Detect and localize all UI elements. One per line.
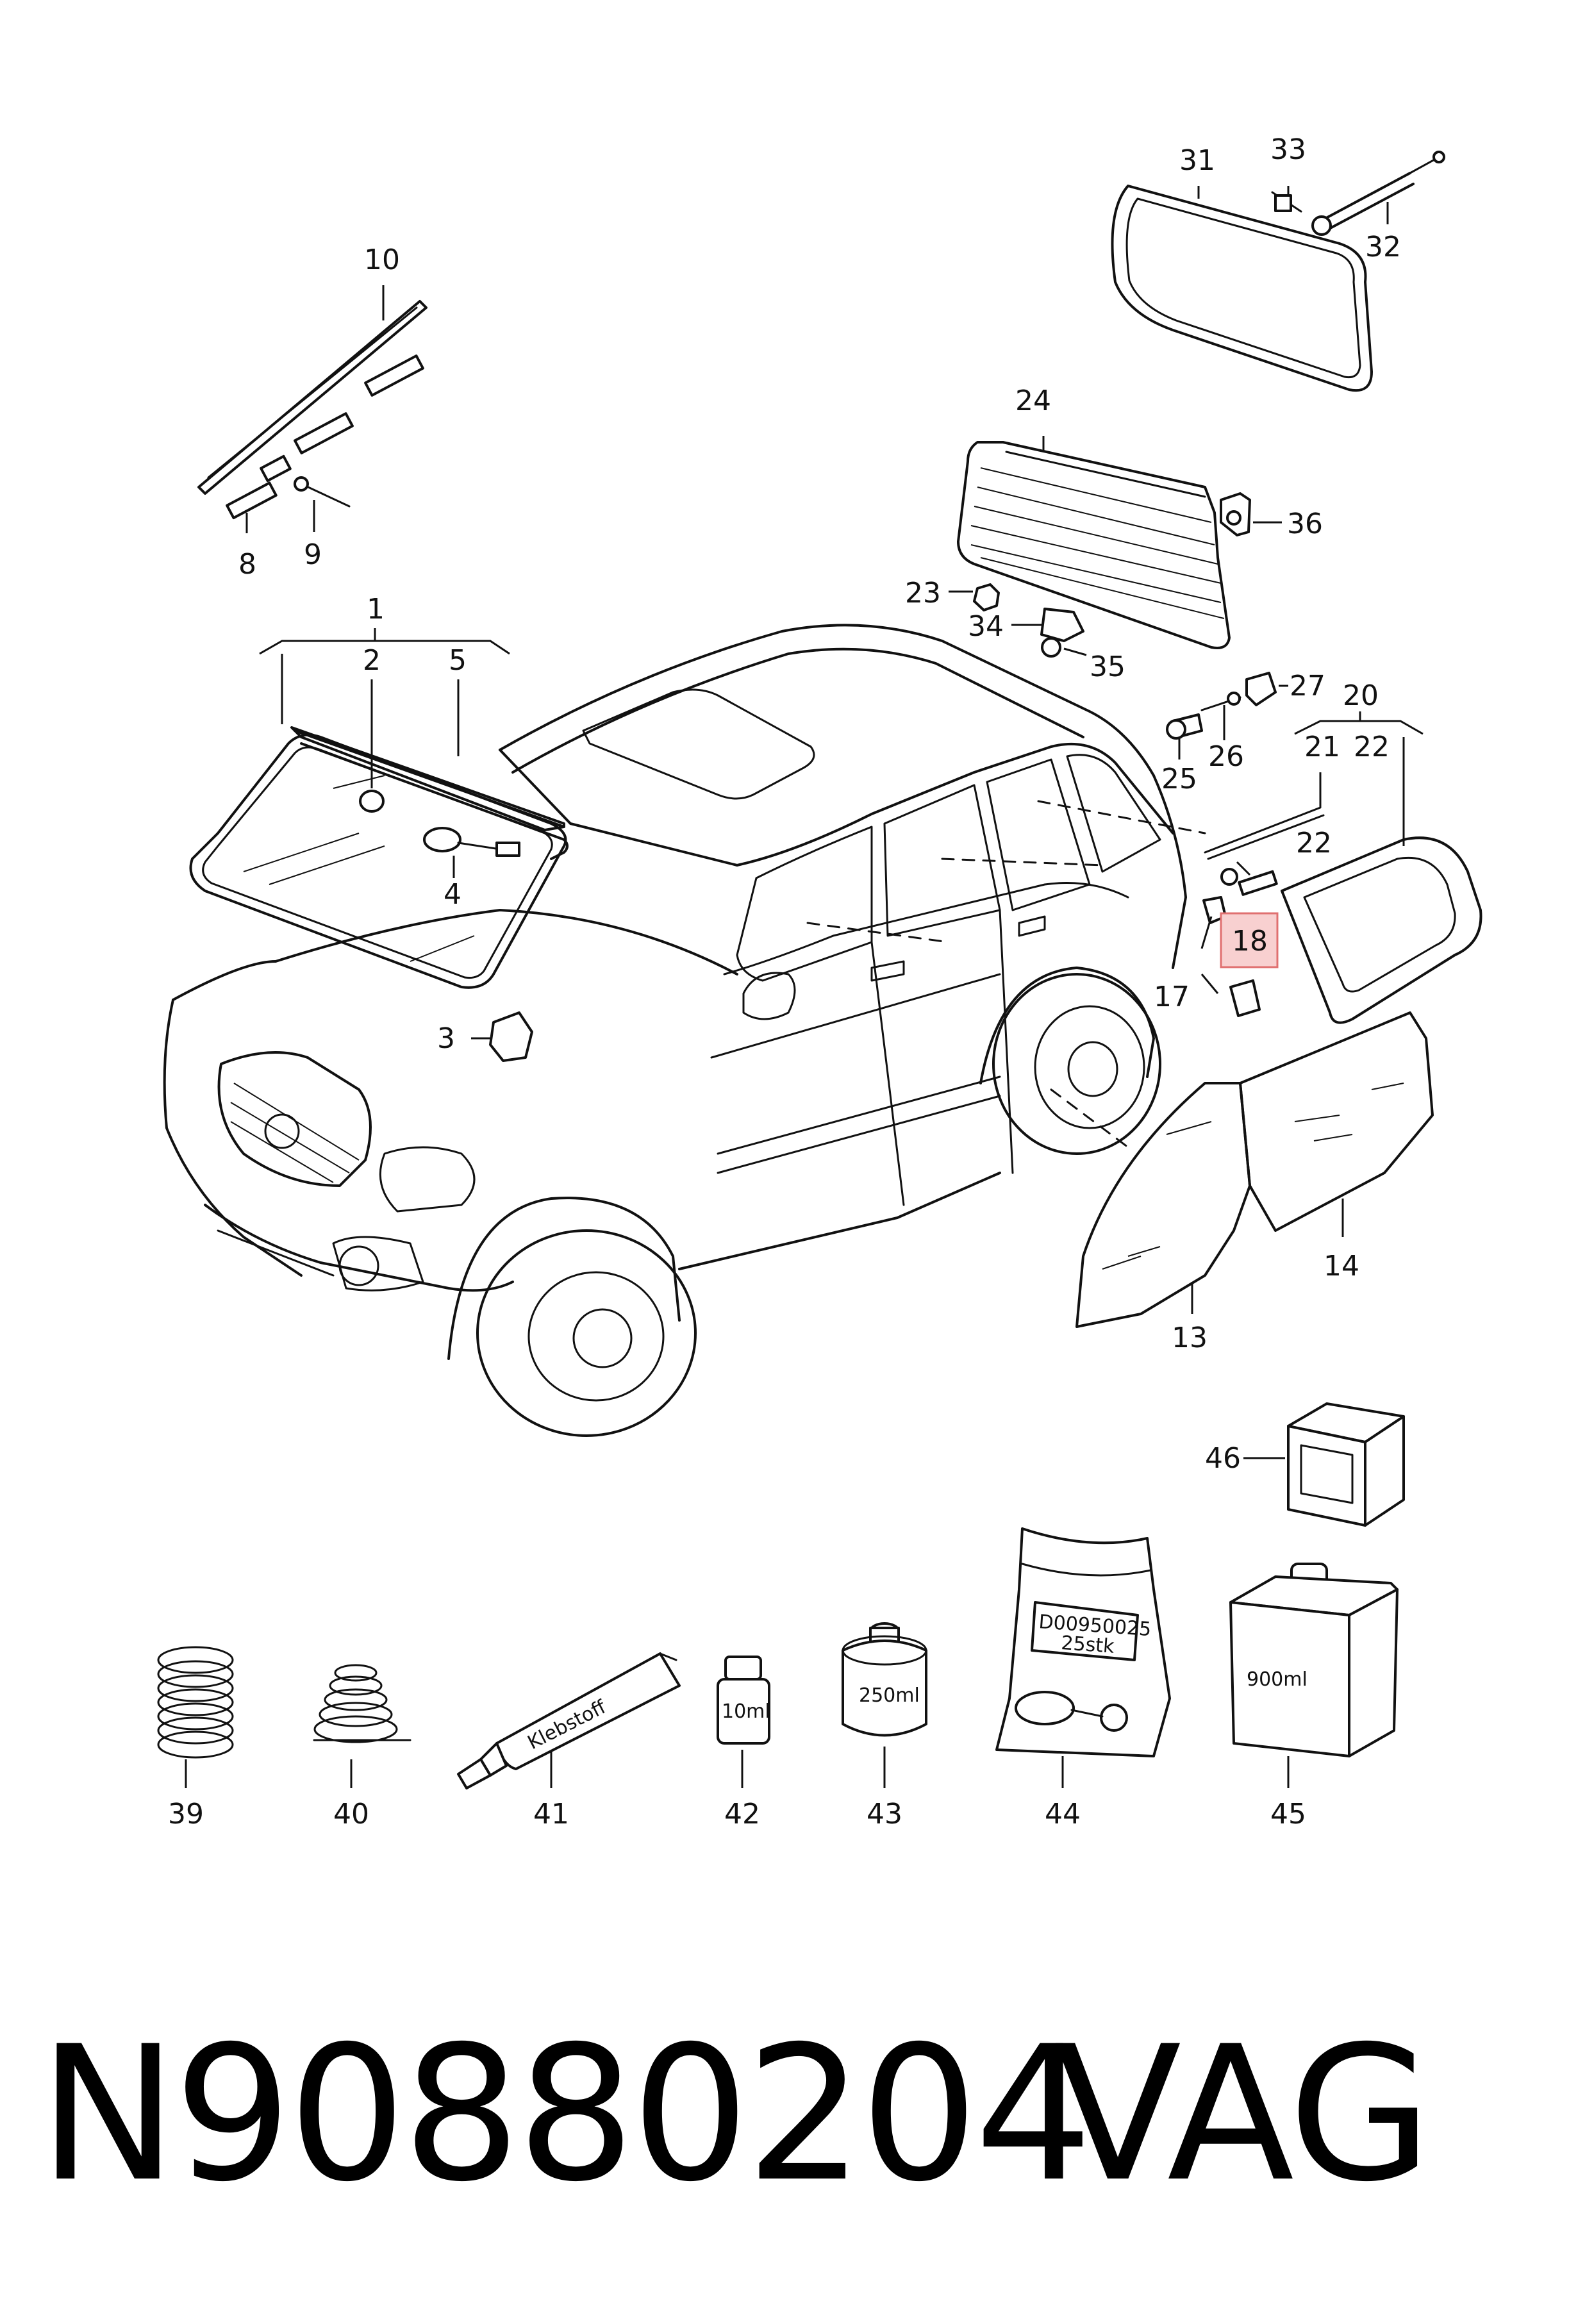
quarter-window-glass: [1281, 836, 1482, 1024]
callout-26: 26: [1208, 740, 1244, 773]
callout-9: 9: [304, 538, 322, 571]
bolt-33: [1271, 191, 1302, 213]
callout-8: 8: [238, 548, 256, 581]
callout-2: 2: [363, 644, 381, 677]
callout-35: 35: [1090, 651, 1125, 683]
callout-44: 44: [1045, 1798, 1081, 1830]
callout-39: 39: [168, 1798, 204, 1830]
windshield: [189, 726, 569, 989]
quarter-window-trim: [1204, 806, 1325, 860]
latch-34-35: [1040, 608, 1084, 658]
callout-leaders: [185, 186, 1424, 1788]
callout-22-side: 22: [1296, 827, 1332, 859]
can-250ml-43: 250ml: [842, 1622, 927, 1737]
screw-26: [1200, 692, 1241, 711]
callout-20: 20: [1343, 679, 1379, 712]
box-label: 900ml: [1247, 1668, 1308, 1691]
callout-42: 42: [724, 1798, 760, 1830]
footer: N90880204 VAG: [38, 2000, 1577, 2230]
callout-22-top: 22: [1354, 731, 1390, 763]
part-number: N90880204: [38, 2007, 1093, 2223]
callout-14: 14: [1324, 1250, 1359, 1282]
vehicle-body: [163, 624, 1206, 1437]
mirror-mount-4: [423, 827, 520, 857]
callout-40: 40: [333, 1798, 369, 1830]
door-glass-rear: [1239, 1011, 1434, 1232]
can-label: 250ml: [859, 1684, 920, 1707]
spacer-coil-39: [157, 1646, 234, 1759]
bracket-27: [1245, 672, 1277, 706]
callout-23: 23: [905, 577, 941, 610]
callout-31: 31: [1179, 144, 1215, 177]
door-glass-front: [1075, 1082, 1251, 1328]
kit-box-46: [1287, 1402, 1405, 1527]
primer-box-45: 900ml: [1229, 1563, 1399, 1757]
clip-17: [1229, 979, 1261, 1017]
clip-bag-44: D00950025 25stk: [995, 1527, 1171, 1757]
nut-23: [973, 583, 1000, 611]
spacer-cone-40: [313, 1664, 411, 1743]
bracket-36: [1220, 492, 1251, 536]
rear-window-glass: [1111, 185, 1373, 392]
callout-18: 18: [1232, 925, 1268, 958]
callout-4: 4: [444, 878, 461, 911]
clip-22: [1220, 868, 1278, 896]
callout-36: 36: [1287, 508, 1323, 540]
callout-21: 21: [1304, 731, 1340, 763]
bottle-label: 10ml: [722, 1700, 770, 1723]
callout-numbers: 1 2 5 4 3 8 9 10 31 33 32 24 36 23 34 35…: [168, 133, 1401, 1830]
gas-strut: [1311, 151, 1445, 236]
bracket-3: [489, 1011, 533, 1062]
brand-name: VAG: [1054, 2007, 1432, 2223]
callout-43: 43: [867, 1798, 902, 1830]
rear-heated-panel: [957, 441, 1231, 649]
callout-17: 17: [1154, 981, 1190, 1013]
callout-25: 25: [1161, 763, 1197, 795]
bag-label-2: 25stk: [1060, 1632, 1115, 1658]
callout-27: 27: [1290, 670, 1325, 702]
callout-10: 10: [364, 244, 400, 276]
callout-5: 5: [449, 644, 467, 677]
callout-32: 32: [1365, 231, 1401, 263]
highlight-box-18: [1220, 912, 1279, 968]
callout-34: 34: [968, 610, 1004, 643]
rain-sensor: [359, 790, 385, 813]
callout-13: 13: [1172, 1322, 1208, 1354]
callout-24: 24: [1015, 385, 1051, 417]
adhesive-tube-41: Klebstoff: [457, 1652, 681, 1789]
callout-3: 3: [437, 1022, 455, 1055]
callout-41: 41: [533, 1798, 569, 1830]
callout-46: 46: [1205, 1442, 1241, 1475]
callout-45: 45: [1270, 1798, 1306, 1830]
roof-trim-strip: [197, 300, 428, 520]
cap-25: [1166, 713, 1203, 740]
callout-33: 33: [1270, 133, 1306, 166]
callout-1: 1: [367, 593, 385, 626]
bottle-10ml-42: 10ml: [717, 1656, 770, 1745]
